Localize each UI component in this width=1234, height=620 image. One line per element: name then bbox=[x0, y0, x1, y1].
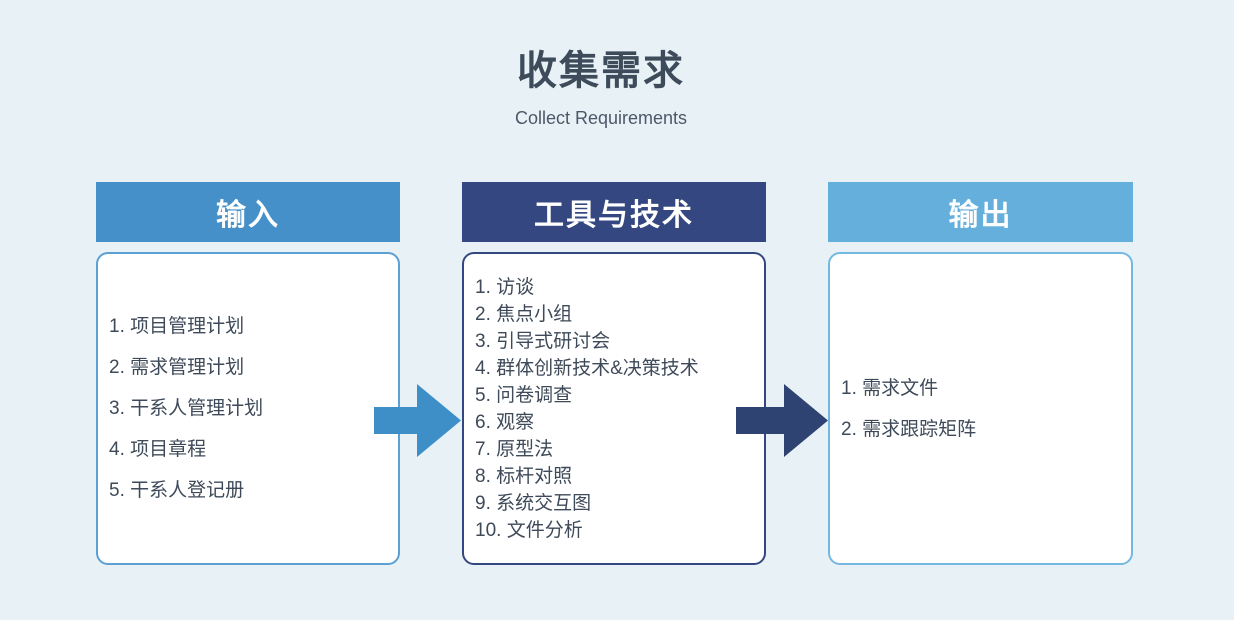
output-list: 1. 需求文件 2. 需求跟踪矩阵 bbox=[830, 368, 1131, 450]
list-item: 9. 系统交互图 bbox=[475, 493, 592, 514]
right-arrow-shape bbox=[736, 384, 828, 457]
input-header: 输入 bbox=[96, 182, 400, 242]
list-item: 8. 标杆对照 bbox=[475, 466, 573, 487]
list-item: 4. 群体创新技术&决策技术 bbox=[475, 358, 699, 379]
page-title: 收集需求 bbox=[517, 49, 685, 93]
list-item: 3. 干系人管理计划 bbox=[109, 398, 264, 419]
list-item: 1. 需求文件 bbox=[841, 377, 939, 399]
list-item: 2. 需求跟踪矩阵 bbox=[841, 418, 977, 440]
tools-box: 1. 访谈 2. 焦点小组 3. 引导式研讨会 4. 群体创新技术&决策技术 5. 问卷… bbox=[462, 252, 766, 565]
list-item: 3. 引导式研讨会 bbox=[475, 331, 611, 352]
list-item: 7. 原型法 bbox=[475, 439, 554, 460]
list-item: 6. 观察 bbox=[475, 412, 535, 433]
tools-header: 工具与技术 bbox=[462, 182, 766, 242]
input-list: 1. 项目管理计划 2. 需求管理计划 3. 干系人管理计划 4. 项目章程 5. 干系… bbox=[98, 306, 398, 511]
page-subtitle: Collect Requirements bbox=[514, 108, 688, 128]
list-item: 2. 需求管理计划 bbox=[109, 357, 245, 378]
list-item: 1. 访谈 bbox=[475, 277, 535, 298]
tools-list: 1. 访谈 2. 焦点小组 3. 引导式研讨会 4. 群体创新技术&决策技术 5. 问卷… bbox=[464, 274, 764, 544]
list-item: 10. 文件分析 bbox=[475, 520, 583, 541]
input-box: 1. 项目管理计划 2. 需求管理计划 3. 干系人管理计划 4. 项目章程 5. 干系… bbox=[96, 252, 400, 565]
input-to-tools-arrow-icon bbox=[374, 384, 461, 457]
list-item: 5. 干系人登记册 bbox=[109, 480, 245, 501]
right-arrow-shape bbox=[374, 384, 461, 457]
list-item: 2. 焦点小组 bbox=[475, 304, 573, 325]
list-item: 1. 项目管理计划 bbox=[109, 316, 245, 337]
list-item: 4. 项目章程 bbox=[109, 439, 207, 460]
column-input: 输入 1. 项目管理计划 2. 需求管理计划 3. 干系人管理计划 4. 项目章程 5.… bbox=[96, 182, 400, 565]
list-item: 5. 问卷调查 bbox=[475, 385, 573, 406]
output-box: 1. 需求文件 2. 需求跟踪矩阵 bbox=[828, 252, 1133, 565]
title-block: 收集需求 Collect Requirements bbox=[0, 0, 1202, 129]
column-output: 输出 1. 需求文件 2. 需求跟踪矩阵 bbox=[828, 182, 1133, 565]
column-tools-and-techniques: 工具与技术 1. 访谈 2. 焦点小组 3. 引导式研讨会 4. 群体创新技术&决策技… bbox=[462, 182, 766, 565]
tools-to-output-arrow-icon bbox=[736, 384, 828, 457]
output-header: 输出 bbox=[828, 182, 1133, 242]
